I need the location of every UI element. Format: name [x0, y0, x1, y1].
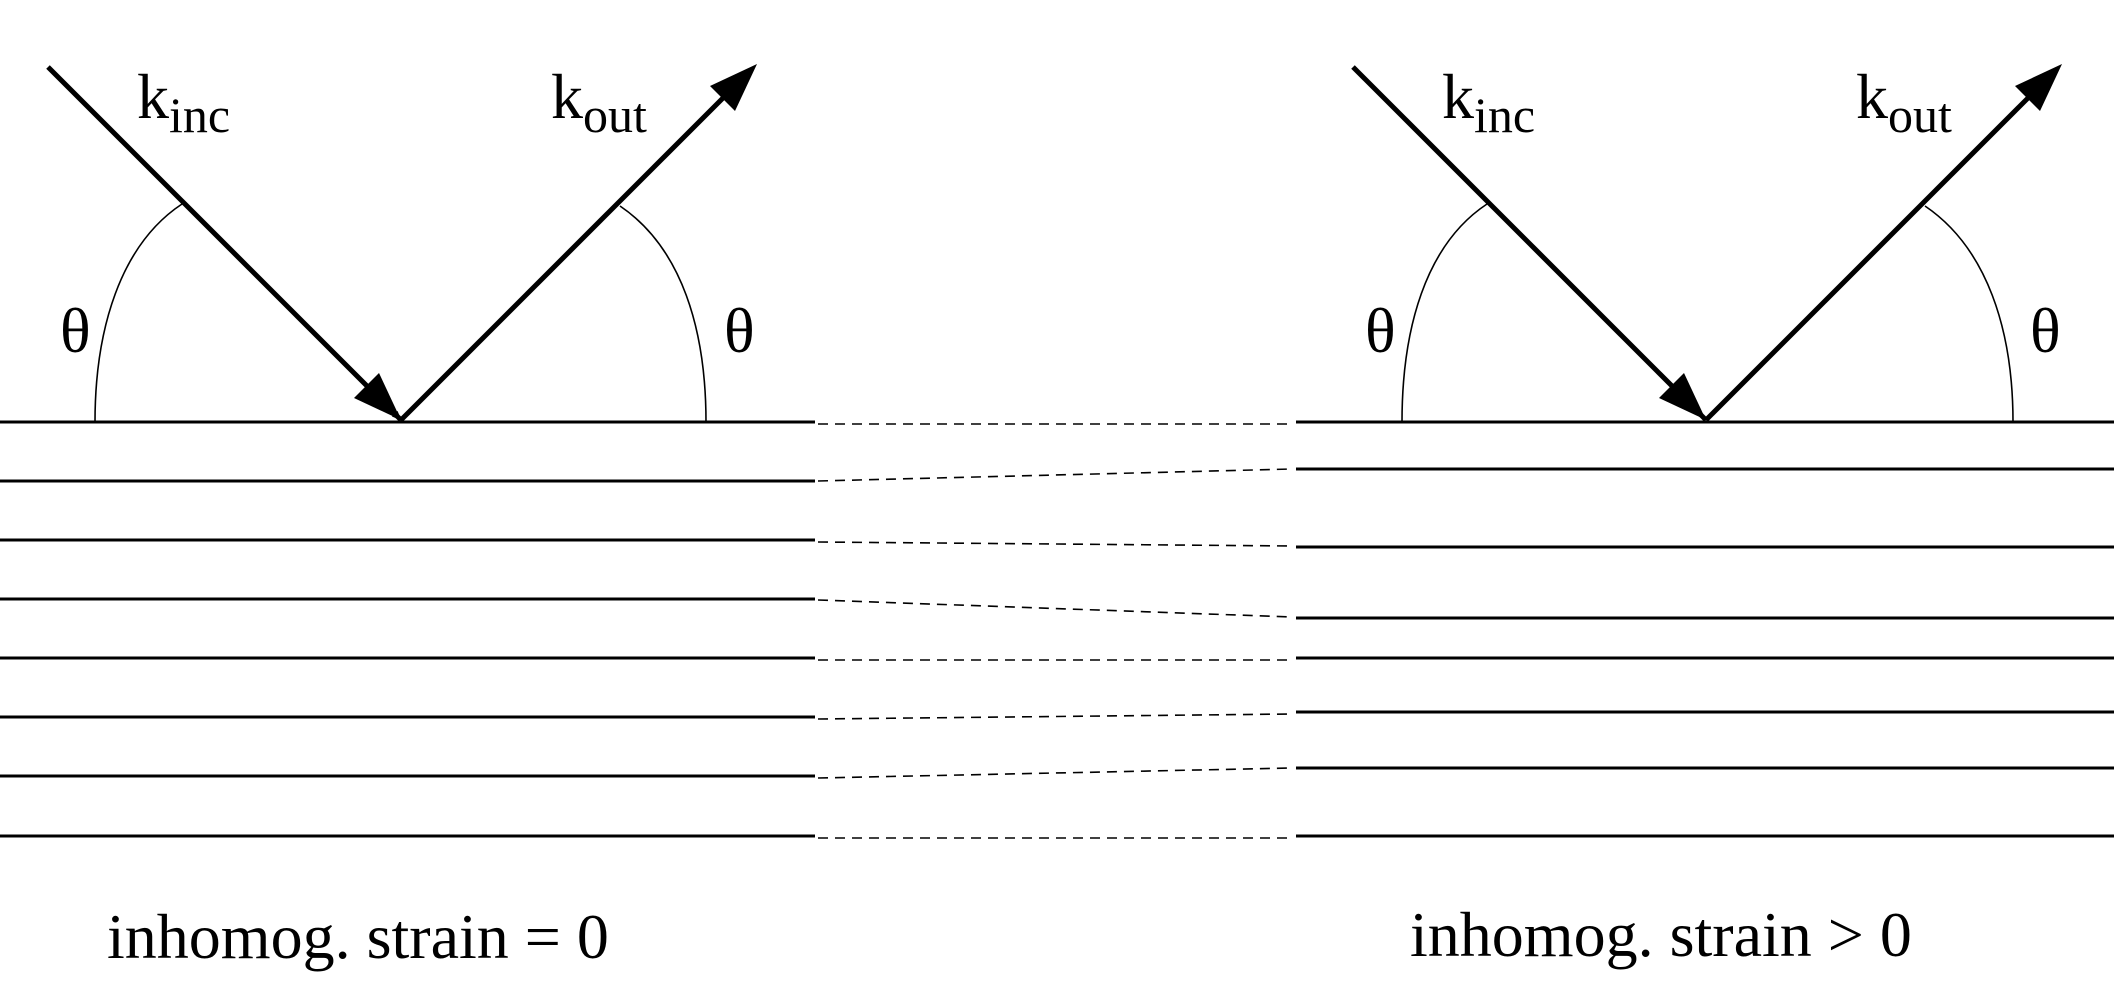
- k-out-label: kout: [1856, 61, 1952, 143]
- k-out-arrowhead: [2015, 64, 2062, 111]
- connector-line: [817, 541, 1293, 547]
- theta-arc-left: [1401, 203, 1488, 423]
- theta-label-left: θ: [60, 295, 91, 366]
- k-inc-arrow: [1351, 65, 1708, 422]
- theta-arc-right: [1924, 205, 2014, 423]
- left-panel: kinc kout θ θ inhomog. strain = 0: [0, 61, 815, 972]
- theta-arc-left: [94, 203, 183, 423]
- right-panel: kinc kout θ θ inhomog. strain > 0: [1296, 61, 2114, 970]
- k-out-label: kout: [551, 61, 647, 143]
- k-inc-label: kinc: [1442, 61, 1535, 143]
- right-lattice-planes: [1296, 420, 2114, 838]
- theta-label-right: θ: [724, 295, 755, 366]
- k-inc-arrowhead: [354, 373, 401, 420]
- theta-label-left: θ: [1365, 295, 1396, 366]
- k-inc-arrowhead: [1659, 373, 1706, 420]
- connector-line: [817, 713, 1293, 720]
- plane-correspondence-lines: [817, 423, 1293, 839]
- k-out-arrowhead: [710, 64, 757, 111]
- theta-label-right: θ: [2030, 295, 2061, 366]
- connector-line: [817, 599, 1293, 618]
- left-lattice-planes: [0, 420, 815, 838]
- theta-arc-right: [619, 205, 707, 423]
- connector-line: [817, 767, 1293, 779]
- k-inc-arrow: [46, 65, 403, 422]
- right-caption: inhomog. strain > 0: [1410, 899, 1912, 970]
- left-caption: inhomog. strain = 0: [107, 901, 609, 972]
- connector-line: [817, 468, 1293, 482]
- k-out-arrow: [399, 74, 747, 422]
- k-inc-label: kinc: [137, 61, 230, 143]
- k-out-arrow: [1704, 74, 2052, 422]
